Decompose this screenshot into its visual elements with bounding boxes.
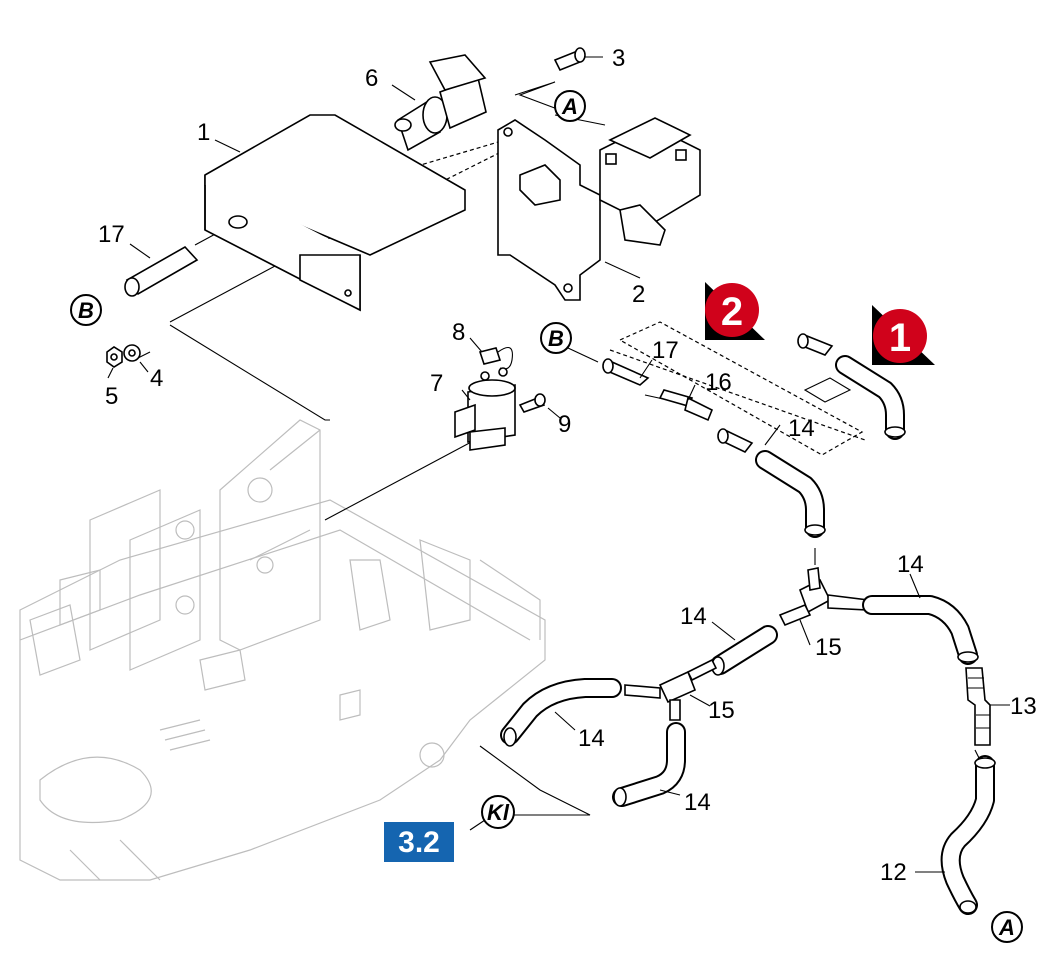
ref-b-right: B: [540, 322, 572, 354]
callout-leaders: [107, 56, 1010, 873]
callout-14-straight: 14: [680, 603, 707, 630]
connector-13: [965, 667, 991, 746]
callout-8: 8: [452, 319, 465, 346]
ref-b-left: B: [70, 294, 102, 326]
cover-panel: [204, 114, 466, 312]
hose-elbow-variant1: [835, 355, 906, 440]
variant-marker-2: 2: [705, 282, 765, 340]
callout-17-left: 17: [98, 221, 125, 248]
screw-9: [518, 393, 546, 413]
callout-4: 4: [150, 365, 163, 392]
horn: [394, 54, 487, 152]
hose-14-bottom: [612, 722, 686, 807]
callout-5: 5: [105, 383, 118, 410]
callout-14-left: 14: [578, 725, 605, 752]
callout-15-lower: 15: [708, 697, 735, 724]
hose-14-left: [500, 678, 622, 747]
tee-15-upper: [778, 567, 869, 627]
tube-17-left: [124, 245, 199, 297]
callout-14-right: 14: [897, 551, 924, 578]
tee-15-lower: [624, 658, 718, 721]
sleeve-14: [717, 428, 754, 454]
svg-text:Kl: Kl: [487, 800, 510, 825]
connector-8: [478, 346, 513, 370]
callout-15-upper: 15: [815, 634, 842, 661]
callout-13: 13: [1010, 693, 1037, 720]
svg-text:2: 2: [721, 290, 743, 334]
reference-circles: A A B B Kl: [70, 90, 1023, 943]
callout-1: 1: [197, 119, 210, 146]
plug-16: [658, 389, 714, 422]
svg-text:B: B: [78, 298, 94, 323]
callout-7: 7: [430, 370, 443, 397]
callout-17-right: 17: [652, 337, 679, 364]
callout-14-bottom: 14: [684, 789, 711, 816]
svg-text:A: A: [998, 915, 1015, 940]
solenoid-7: [454, 367, 516, 451]
hose-14-elbow-variant2: [755, 450, 826, 538]
ref-kl: Kl: [481, 795, 515, 829]
vehicle-frame: [19, 419, 546, 881]
callout-6: 6: [365, 65, 378, 92]
svg-text:3.2: 3.2: [398, 826, 440, 859]
hose-14-straight: [710, 625, 778, 676]
screw-3: [553, 47, 586, 72]
valve-bracket: [497, 117, 701, 301]
variant-marker-1: 1: [872, 305, 935, 365]
callout-14-variant2: 14: [788, 415, 815, 442]
callout-labels: 1 2 3 4 5 6 7 8 9 12 13 14 14 14 14 14 1…: [98, 45, 1037, 886]
callout-16: 16: [705, 369, 732, 396]
svg-text:B: B: [548, 326, 564, 351]
tube-17-right: [602, 358, 650, 386]
nut-5: [106, 346, 123, 368]
ref-a-bottom: A: [991, 911, 1023, 943]
hose-14-right: [862, 595, 979, 665]
callout-3: 3: [612, 45, 625, 72]
svg-text:A: A: [561, 94, 578, 119]
hose-12: [940, 755, 996, 915]
svg-text:1: 1: [889, 316, 911, 360]
sleeve-variant1: [797, 333, 834, 356]
callout-9: 9: [558, 411, 571, 438]
washer-4: [123, 344, 141, 362]
ref-a-top: A: [554, 90, 586, 122]
section-badge[interactable]: 3.2: [384, 822, 454, 862]
callout-12: 12: [880, 859, 907, 886]
callout-2: 2: [632, 281, 645, 308]
